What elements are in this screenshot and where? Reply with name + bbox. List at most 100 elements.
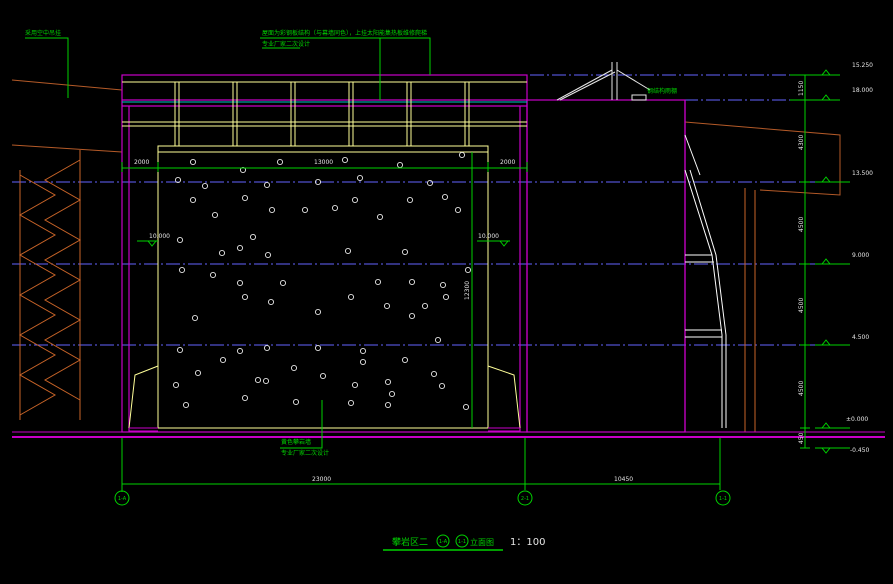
title-scale: 1：100 — [510, 537, 545, 548]
axis-labels: 1-A 2-1 1-1 1-A 1-1 — [118, 496, 727, 545]
climbing-hold — [426, 179, 434, 187]
elev-tri-4 — [821, 258, 831, 265]
climbing-hold — [219, 356, 227, 364]
elev-tri-right — [499, 240, 509, 247]
climbing-hold — [249, 233, 257, 241]
climbing-hold — [276, 158, 284, 166]
elev-tri-6 — [821, 422, 831, 429]
roof-line-left-low — [11, 144, 123, 153]
climbing-hold — [191, 314, 199, 322]
note-right-small: 钢结构雨棚 — [647, 87, 677, 95]
elev-tri-5 — [821, 339, 831, 346]
climbing-hold — [189, 196, 197, 204]
dimension-lines — [121, 74, 850, 492]
axis-bubbles — [114, 490, 731, 548]
left-wing — [128, 365, 159, 429]
climbing-hold — [434, 336, 442, 344]
climbing-hold — [351, 381, 359, 389]
climbing-hold — [464, 266, 472, 274]
note-top-left: 采用空中吊挂 — [25, 29, 61, 37]
climbing-hold — [408, 278, 416, 286]
elev-tri-3 — [821, 176, 831, 183]
dim-right-5: 4500 — [798, 381, 805, 396]
axis-bubble-right — [715, 490, 731, 506]
climbing-hold — [319, 372, 327, 380]
climbing-hold — [458, 151, 466, 159]
climbing-holds — [172, 151, 472, 411]
elev-tri-7 — [821, 447, 831, 454]
climbing-hold — [359, 347, 367, 355]
climbing-hold — [344, 247, 352, 255]
axis-label-right: 1-1 — [719, 496, 727, 502]
climbing-hold — [236, 347, 244, 355]
main-frame — [121, 74, 686, 433]
leader-top-center — [260, 37, 431, 75]
climbing-hold — [254, 376, 262, 384]
climbing-hold — [267, 298, 275, 306]
canopy-tie — [616, 69, 651, 91]
climbing-hold — [376, 213, 384, 221]
climbing-hold — [401, 356, 409, 364]
elev-1: 15.250 — [852, 62, 873, 69]
climbing-hold — [241, 293, 249, 301]
axis-bubble-left — [114, 490, 130, 506]
climbing-hold — [176, 236, 184, 244]
climbing-hold — [331, 204, 339, 212]
left-truss — [18, 150, 82, 420]
climbing-hold — [263, 181, 271, 189]
elev-3: 13.500 — [852, 170, 873, 177]
climbing-hold — [189, 158, 197, 166]
climbing-hold — [388, 390, 396, 398]
axis-label-left: 1-A — [118, 496, 127, 502]
canopy-base — [631, 94, 647, 101]
climbing-hold — [314, 344, 322, 352]
note-bottom-2: 专业厂家二次设计 — [281, 449, 329, 457]
climbing-hold — [356, 174, 364, 182]
note-bottom-1: 黄色攀岩墙 — [281, 438, 311, 446]
climbing-hold — [301, 206, 309, 214]
climbing-hold — [351, 196, 359, 204]
climbing-hold — [341, 156, 349, 164]
canopy-slope-2 — [559, 71, 616, 101]
dim-right-4: 4500 — [798, 298, 805, 313]
dim-right-1: 1150 — [798, 81, 805, 96]
climbing-hold — [182, 401, 190, 409]
climbing-hold — [347, 293, 355, 301]
elev-tri-1 — [821, 69, 831, 76]
climbing-hold — [268, 206, 276, 214]
climbing-hold — [236, 279, 244, 287]
axis-label-mid: 2-1 — [521, 496, 529, 502]
leader-top-left — [25, 37, 69, 98]
elev-tri-2 — [821, 94, 831, 101]
dim-total-left: 23000 — [312, 476, 331, 483]
climbing-hold — [174, 176, 182, 184]
climbing-hold — [263, 344, 271, 352]
dim-wall-height-text: 12300 — [464, 281, 471, 300]
climbing-hold — [384, 378, 392, 386]
climbing-hold — [439, 281, 447, 289]
title-suffix: 立面图 — [470, 537, 494, 547]
elevation-symbols — [147, 69, 831, 454]
climbing-hold — [421, 302, 429, 310]
dim-right-6: 450 — [798, 432, 805, 444]
climbing-hold — [201, 182, 209, 190]
title-axis-b: 1-1 — [458, 539, 466, 545]
title-bubble-a — [436, 534, 450, 548]
climbing-hold — [172, 381, 180, 389]
climbing-hold — [279, 279, 287, 287]
climbing-hold — [441, 193, 449, 201]
climbing-hold — [383, 302, 391, 310]
dim-left-margin: 2000 — [134, 159, 149, 166]
dim-right-2: 4300 — [798, 135, 805, 150]
climbing-hold — [314, 178, 322, 186]
elev-4: 9.000 — [852, 252, 869, 259]
rooftop-canopy — [556, 62, 651, 101]
dim-right-margin: 2000 — [500, 159, 515, 166]
truss-zigzag-1 — [18, 174, 57, 416]
title-axis-a: 1-A — [439, 539, 448, 545]
climbing-hold — [218, 249, 226, 257]
wall-base — [129, 427, 520, 432]
climbing-hold — [438, 382, 446, 390]
